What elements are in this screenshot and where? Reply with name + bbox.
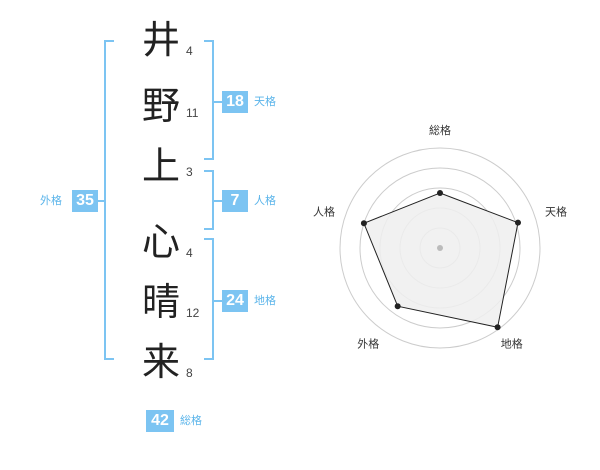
gaikaku-bracket (104, 40, 114, 360)
stroke-count-3: 3 (186, 165, 193, 179)
soukaku-value: 42 (146, 410, 174, 432)
radar-axis-label-2: 天格 (545, 205, 567, 219)
tenkaku-value: 18 (222, 91, 248, 113)
radar-grid-ring (339, 147, 541, 349)
tenkaku-label: 天格 (254, 95, 276, 108)
soukaku-label: 総格 (180, 414, 202, 427)
stroke-count-1: 4 (186, 44, 193, 58)
name-char-2: 野 (141, 84, 180, 128)
chikaku-value: 24 (222, 290, 248, 312)
chikaku-connector (214, 300, 222, 302)
gaikaku-value: 35 (72, 190, 98, 212)
radar-axis-label-3: 地格 (501, 336, 523, 350)
name-char-4: 心 (141, 220, 180, 264)
tenkaku-bracket (204, 40, 214, 160)
radar-point-2 (514, 219, 521, 226)
jinkaku-label: 人格 (254, 194, 276, 207)
radar-axis-label-1: 総格 (429, 123, 451, 137)
radar-point-1 (437, 190, 443, 196)
jinkaku-bracket (204, 170, 214, 230)
jinkaku-connector (214, 200, 222, 202)
chikaku-label: 地格 (254, 294, 276, 307)
gaikaku-connector (96, 200, 104, 202)
tenkaku-connector (214, 101, 222, 103)
radar-center-point (437, 245, 443, 251)
chikaku-bracket (204, 238, 214, 360)
name-char-1: 井 (141, 18, 180, 62)
radar-grid-ring (359, 167, 521, 329)
stroke-count-2: 11 (186, 106, 199, 120)
radar-point-4 (394, 303, 401, 310)
jinkaku-value: 7 (222, 190, 248, 212)
stroke-count-4: 4 (186, 246, 193, 260)
radar-point-5 (360, 220, 367, 227)
name-char-6: 来 (141, 340, 180, 384)
gaikaku-label: 外格 (40, 194, 62, 207)
stroke-count-5: 12 (186, 306, 200, 320)
radar-axis-label-5: 人格 (313, 205, 335, 219)
stroke-count-6: 8 (186, 366, 193, 380)
radar-point-3 (494, 324, 501, 331)
radar-value-area (363, 192, 519, 328)
name-char-3: 上 (141, 144, 180, 188)
name-char-5: 晴 (141, 280, 180, 324)
radar-axis-label-4: 外格 (357, 336, 379, 350)
